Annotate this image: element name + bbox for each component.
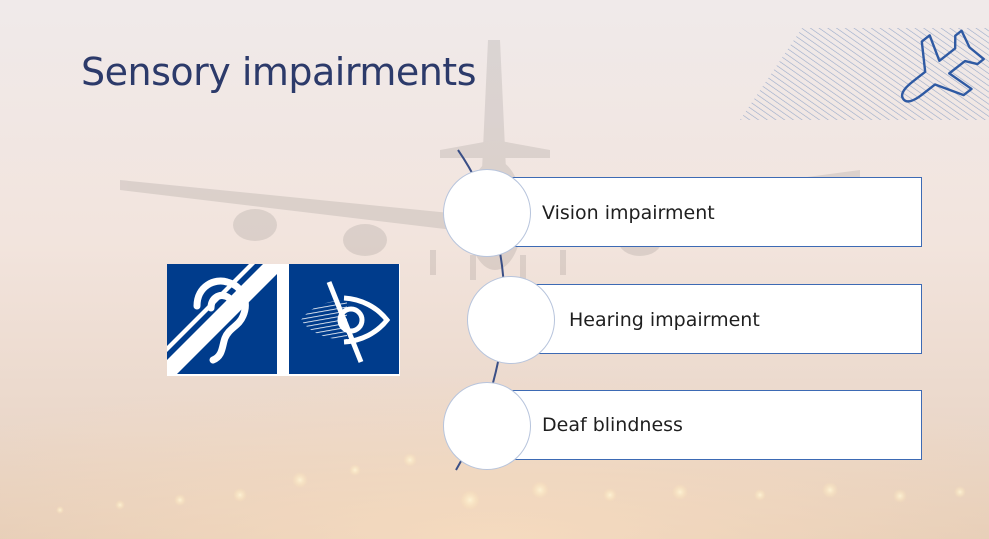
list-item-circle: [467, 276, 555, 364]
list-item-label: Deaf blindness: [542, 414, 683, 436]
list-item-circle: [443, 382, 531, 470]
accessibility-icons: [167, 264, 400, 376]
vision-impairment-icon: [289, 264, 399, 374]
slide-title: Sensory impairments: [81, 50, 477, 94]
airplane-icon: [740, 28, 989, 120]
list-item-label: Vision impairment: [542, 202, 715, 224]
list-item-box: [510, 284, 922, 354]
hearing-impairment-icon: [167, 264, 277, 374]
list-item-circle: [443, 169, 531, 257]
list-item-box: [482, 177, 922, 247]
list-item-label: Hearing impairment: [569, 309, 760, 331]
list-item-box: [482, 390, 922, 460]
